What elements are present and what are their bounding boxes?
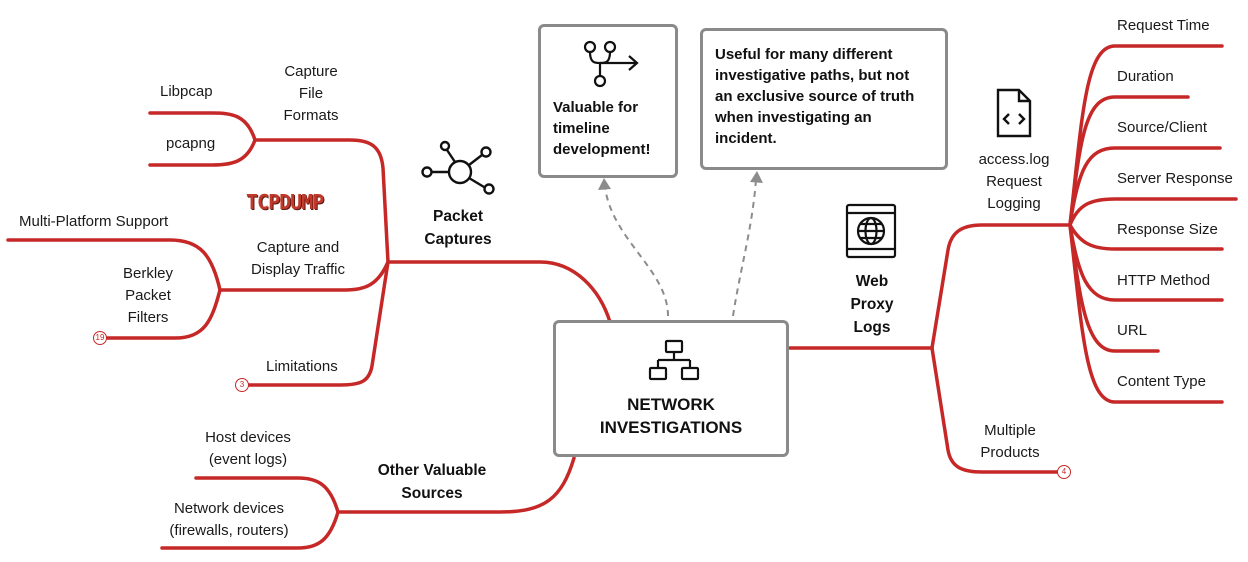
branch-capture-multiplatform (6, 238, 222, 292)
hub-nodes-icon (418, 138, 498, 205)
multi-platform-support: Multi-Platform Support (19, 213, 169, 230)
bpf-collapsed-count[interactable]: 19 (93, 331, 107, 345)
field-source-client: Source/Client (1117, 119, 1208, 136)
capture-file-formats-2: File (298, 85, 324, 102)
branch-center-packet (386, 260, 612, 324)
truth-text-5: incident. (715, 130, 777, 147)
arrowhead-truth (750, 171, 763, 183)
branch-field-2 (1068, 95, 1190, 227)
branch-packet-limitations (240, 260, 390, 387)
capture-file-formats-3: Formats (283, 107, 339, 124)
multiple-products-2: Products (980, 444, 1040, 461)
timeline-text-3: development! (553, 141, 651, 158)
truth-text-4: when investigating an (715, 109, 872, 126)
network-topology-icon (648, 339, 700, 388)
bpf-2: Packet (125, 287, 171, 304)
capture-file-formats-1: Capture (284, 63, 338, 80)
branch-packet-formats (253, 138, 390, 264)
web-proxy-title-3: Logs (853, 319, 891, 336)
tcpdump-logo: TCPDUMP (246, 190, 324, 214)
truth-text-3: an exclusive source of truth (715, 88, 915, 105)
branch-center-other (336, 456, 576, 514)
bpf-1: Berkley (122, 265, 174, 282)
central-node: NETWORK INVESTIGATIONS (553, 320, 789, 457)
branch-formats-pcapng (148, 138, 257, 167)
other-sources-title-2: Sources (401, 485, 463, 502)
central-title-1: NETWORK (627, 395, 715, 414)
timeline-text-2: timeline (553, 120, 610, 137)
arrowhead-timeline (598, 178, 611, 190)
multiple-products-1: Multiple (984, 422, 1036, 439)
bpf-3: Filters (127, 309, 169, 326)
truth-text-1: Useful for many different (715, 46, 893, 63)
branch-other-network (160, 510, 340, 550)
field-content-type: Content Type (1117, 373, 1206, 390)
field-server-response: Server Response (1117, 170, 1233, 187)
network-devices-2: (firewalls, routers) (169, 522, 289, 539)
truth-text-2: investigative paths, but not (715, 67, 910, 84)
host-devices-1: Host devices (205, 429, 291, 446)
central-title-2: INVESTIGATIONS (599, 418, 743, 437)
arrow-to-truth (732, 179, 757, 317)
branch-field-8 (1068, 223, 1224, 404)
code-file-icon (994, 88, 1034, 143)
capture-display-1: Capture and (256, 239, 340, 256)
limitations-label: Limitations (266, 358, 338, 375)
branch-field-4 (1068, 197, 1238, 227)
network-devices-1: Network devices (173, 500, 285, 517)
field-duration: Duration (1117, 68, 1174, 85)
branch-proxy-products (930, 346, 1060, 474)
web-proxy-title-1: Web (855, 273, 889, 290)
access-log-1: access.log (978, 151, 1050, 168)
callout-timeline: Valuable for timeline development! (538, 24, 678, 178)
timeline-text-1: Valuable for (553, 99, 639, 116)
format-pcapng: pcapng (166, 135, 216, 152)
timeline-branch-icon (581, 39, 643, 94)
field-response-size: Response Size (1117, 221, 1218, 238)
limitations-collapsed-count[interactable]: 3 (235, 378, 249, 392)
host-devices-2: (event logs) (208, 451, 288, 468)
branch-field-5 (1068, 223, 1224, 251)
other-sources-title-1: Other Valuable (377, 462, 487, 479)
arrow-to-timeline (604, 186, 669, 317)
capture-display-2: Display Traffic (251, 261, 345, 278)
branch-proxy-access (930, 223, 1072, 350)
callout-source-of-truth: Useful for many different investigative … (700, 28, 948, 170)
field-request-time: Request Time (1117, 17, 1210, 34)
access-log-3: Logging (987, 195, 1041, 212)
branch-capture-bpf (98, 288, 222, 340)
multiple-products-collapsed-count[interactable]: 4 (1057, 465, 1071, 479)
branch-other-host (194, 476, 340, 514)
branch-field-3 (1068, 146, 1222, 227)
web-proxy-title-2: Proxy (850, 296, 894, 313)
format-libpcap: Libpcap (160, 83, 213, 100)
field-http-method: HTTP Method (1117, 272, 1211, 289)
branch-packet-capture (218, 260, 390, 292)
packet-captures-title-2: Captures (424, 231, 492, 248)
field-url: URL (1117, 322, 1148, 339)
globe-browser-icon (845, 203, 897, 264)
packet-captures-title-1: Packet (433, 208, 483, 225)
access-log-2: Request (986, 173, 1042, 190)
branch-formats-libpcap (148, 111, 257, 142)
